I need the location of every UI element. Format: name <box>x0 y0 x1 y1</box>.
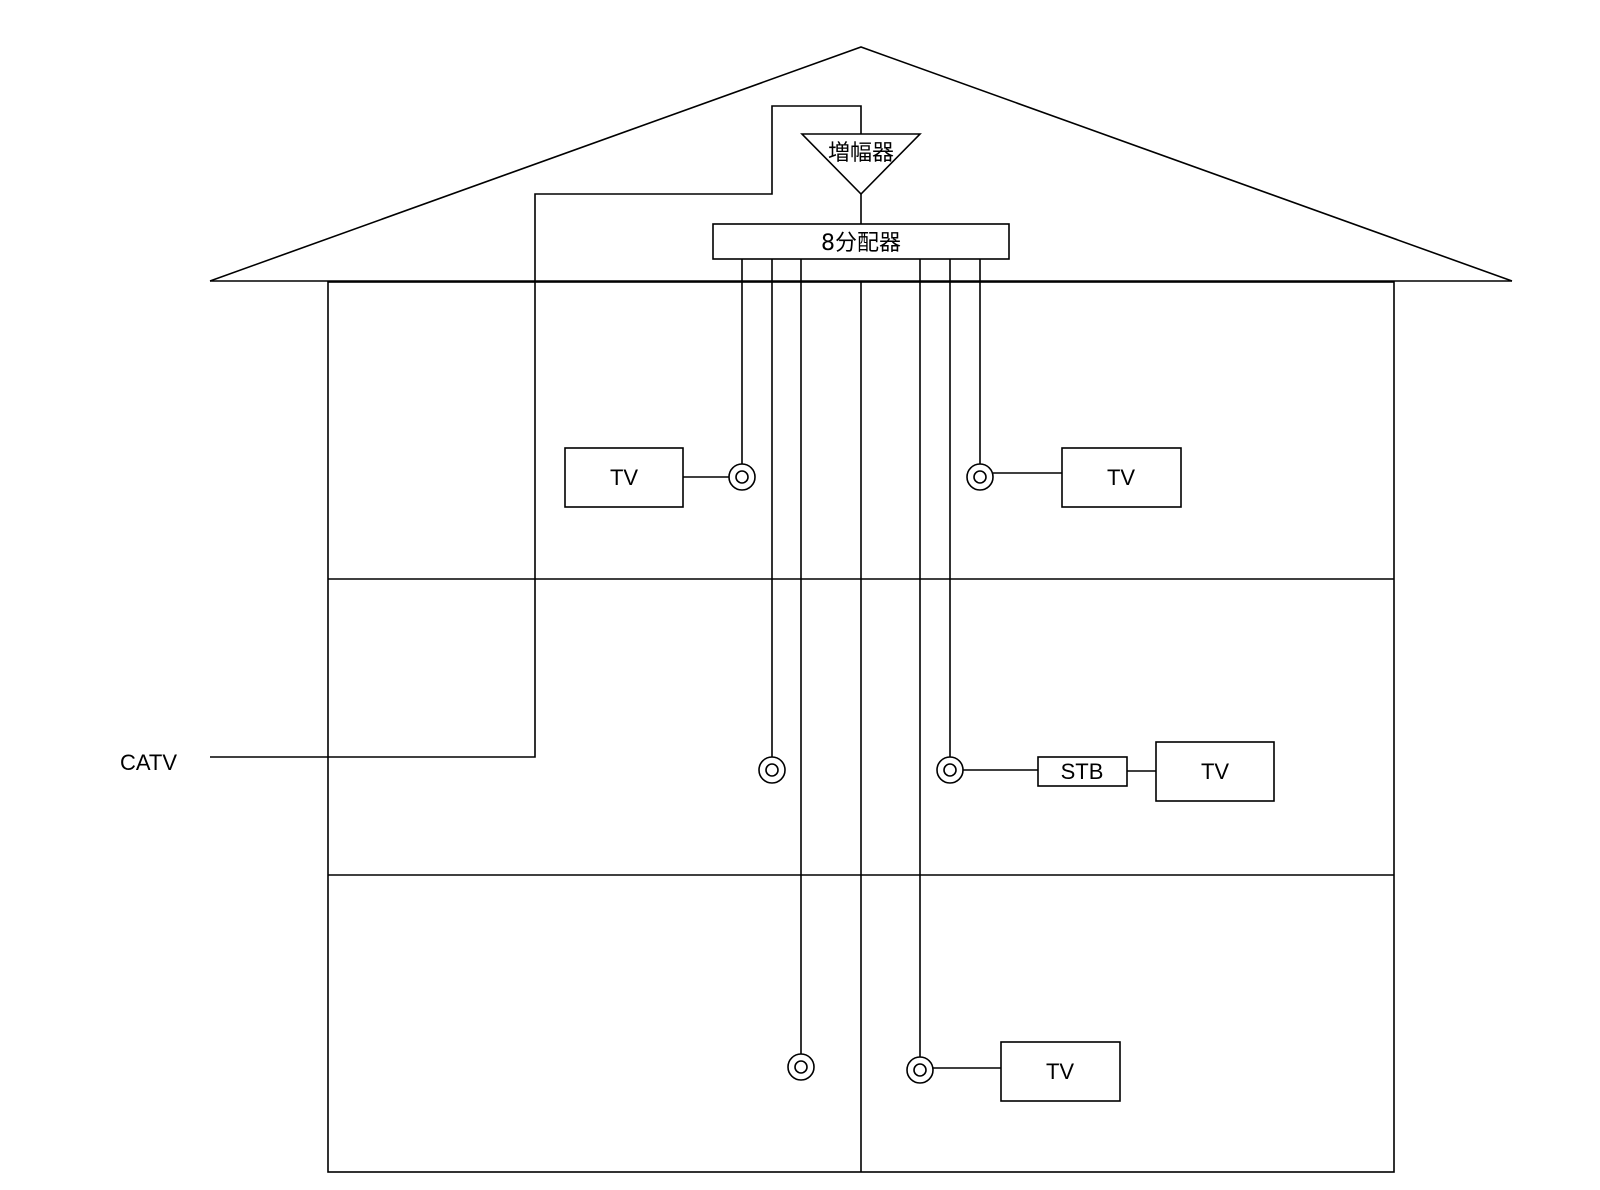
outlet-icon <box>728 463 756 491</box>
outlet-icon <box>936 756 964 784</box>
tv-label-top-right: TV <box>1107 465 1135 490</box>
amplifier-label: 増幅器 <box>828 141 894 166</box>
outlet-icon <box>906 1056 934 1084</box>
tv-label-bottom-right: TV <box>1046 1059 1074 1084</box>
tv-box-middle-right <box>1155 741 1275 802</box>
splitter-label: 8分配器 <box>821 231 901 256</box>
tv-box-top-right <box>1061 447 1182 508</box>
splitter-box <box>712 223 1010 260</box>
tv-label-top-left: TV <box>610 465 638 490</box>
tv-box-bottom-right <box>1000 1041 1121 1102</box>
outlet-icon <box>966 463 994 491</box>
outlet-icon <box>758 756 786 784</box>
outlet-icon <box>787 1053 815 1081</box>
tv-label-middle-right: TV <box>1201 759 1229 784</box>
catv-feed-cable <box>210 105 862 758</box>
roof-outline <box>209 46 1513 282</box>
stb-label: STB <box>1061 759 1104 784</box>
amplifier-symbol <box>800 133 922 196</box>
catv-label: CATV <box>120 750 177 775</box>
